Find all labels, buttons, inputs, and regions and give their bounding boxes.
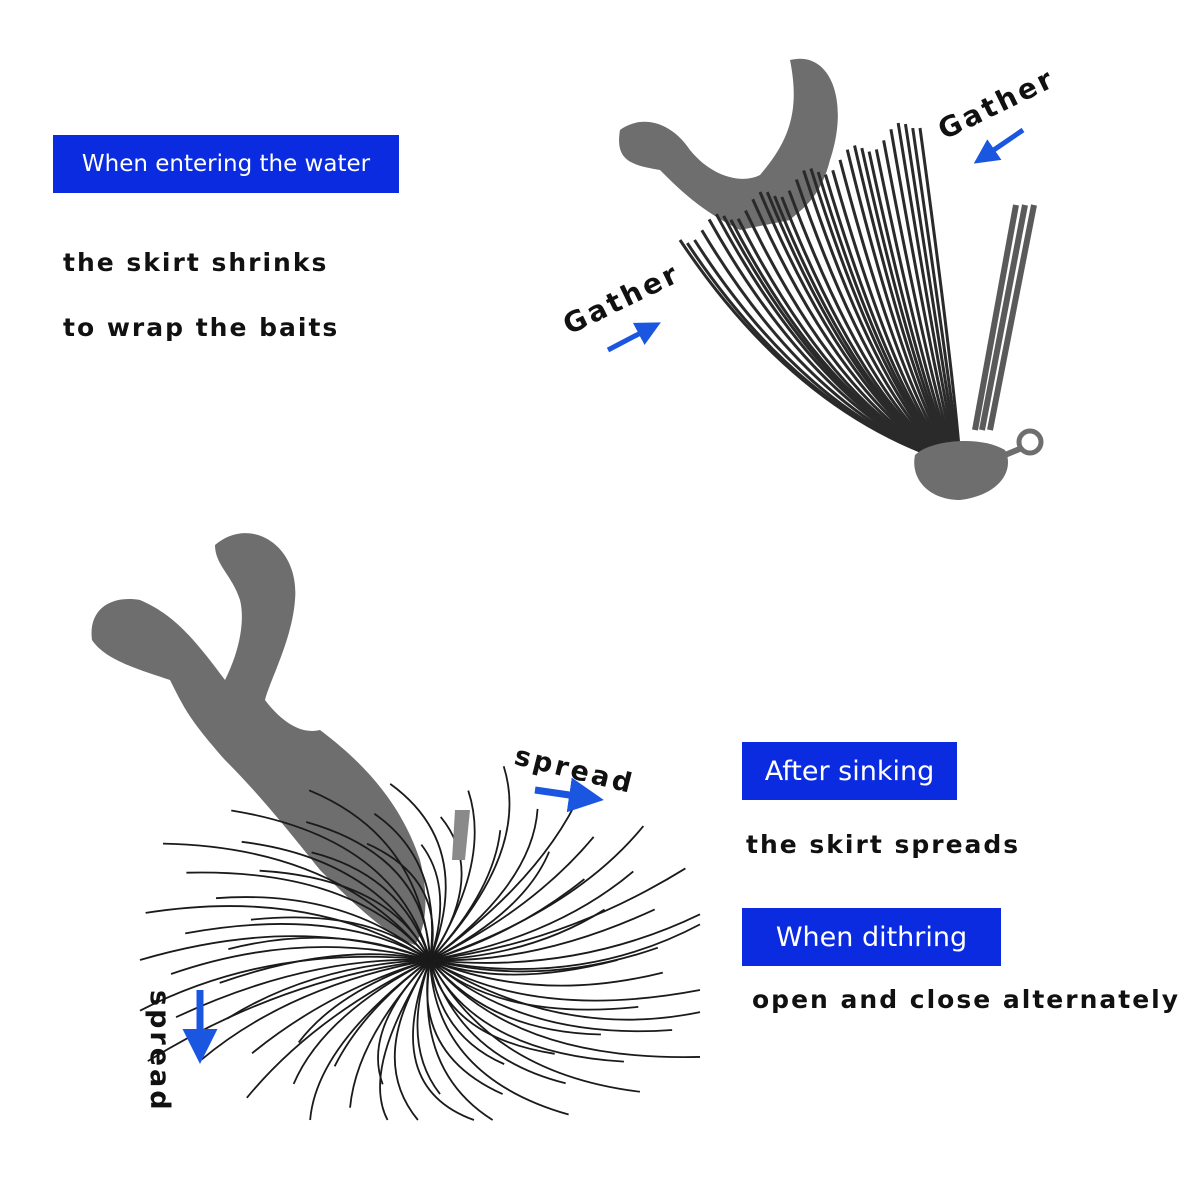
when-dithring-tag-text: When dithring [775,921,968,953]
trailer-bait-bottom [91,533,426,945]
wrap-baits-caption: to wrap the baits [63,313,340,342]
jig-head-top [914,440,1008,500]
skirt-shrinks-caption: the skirt shrinks [63,248,329,277]
trailer-bait-top [619,58,838,230]
spread-arrow-right [534,777,604,813]
gather-arrow-right [973,127,1025,164]
after-sinking-tag-text: After sinking [764,755,935,787]
gathered-skirt [678,122,962,461]
line-tie-eye [1016,428,1044,456]
weed-guard-top [972,204,1037,431]
gathered-jig [619,58,1044,500]
gather-arrow-left [606,322,661,353]
skirt-spreads-caption: the skirt spreads [746,830,1021,859]
entering-water-tag: When entering the water [53,135,399,193]
when-dithring-tag: When dithring [742,908,1001,966]
spread-jig [91,533,701,1121]
open-close-caption: open and close alternately [752,985,1181,1014]
after-sinking-tag: After sinking [742,742,957,800]
spread-skirt [139,765,701,1121]
spread-label-down: spread [144,990,175,1113]
entering-water-tag-text: When entering the water [81,151,371,177]
small-guard-bottom [452,810,470,860]
